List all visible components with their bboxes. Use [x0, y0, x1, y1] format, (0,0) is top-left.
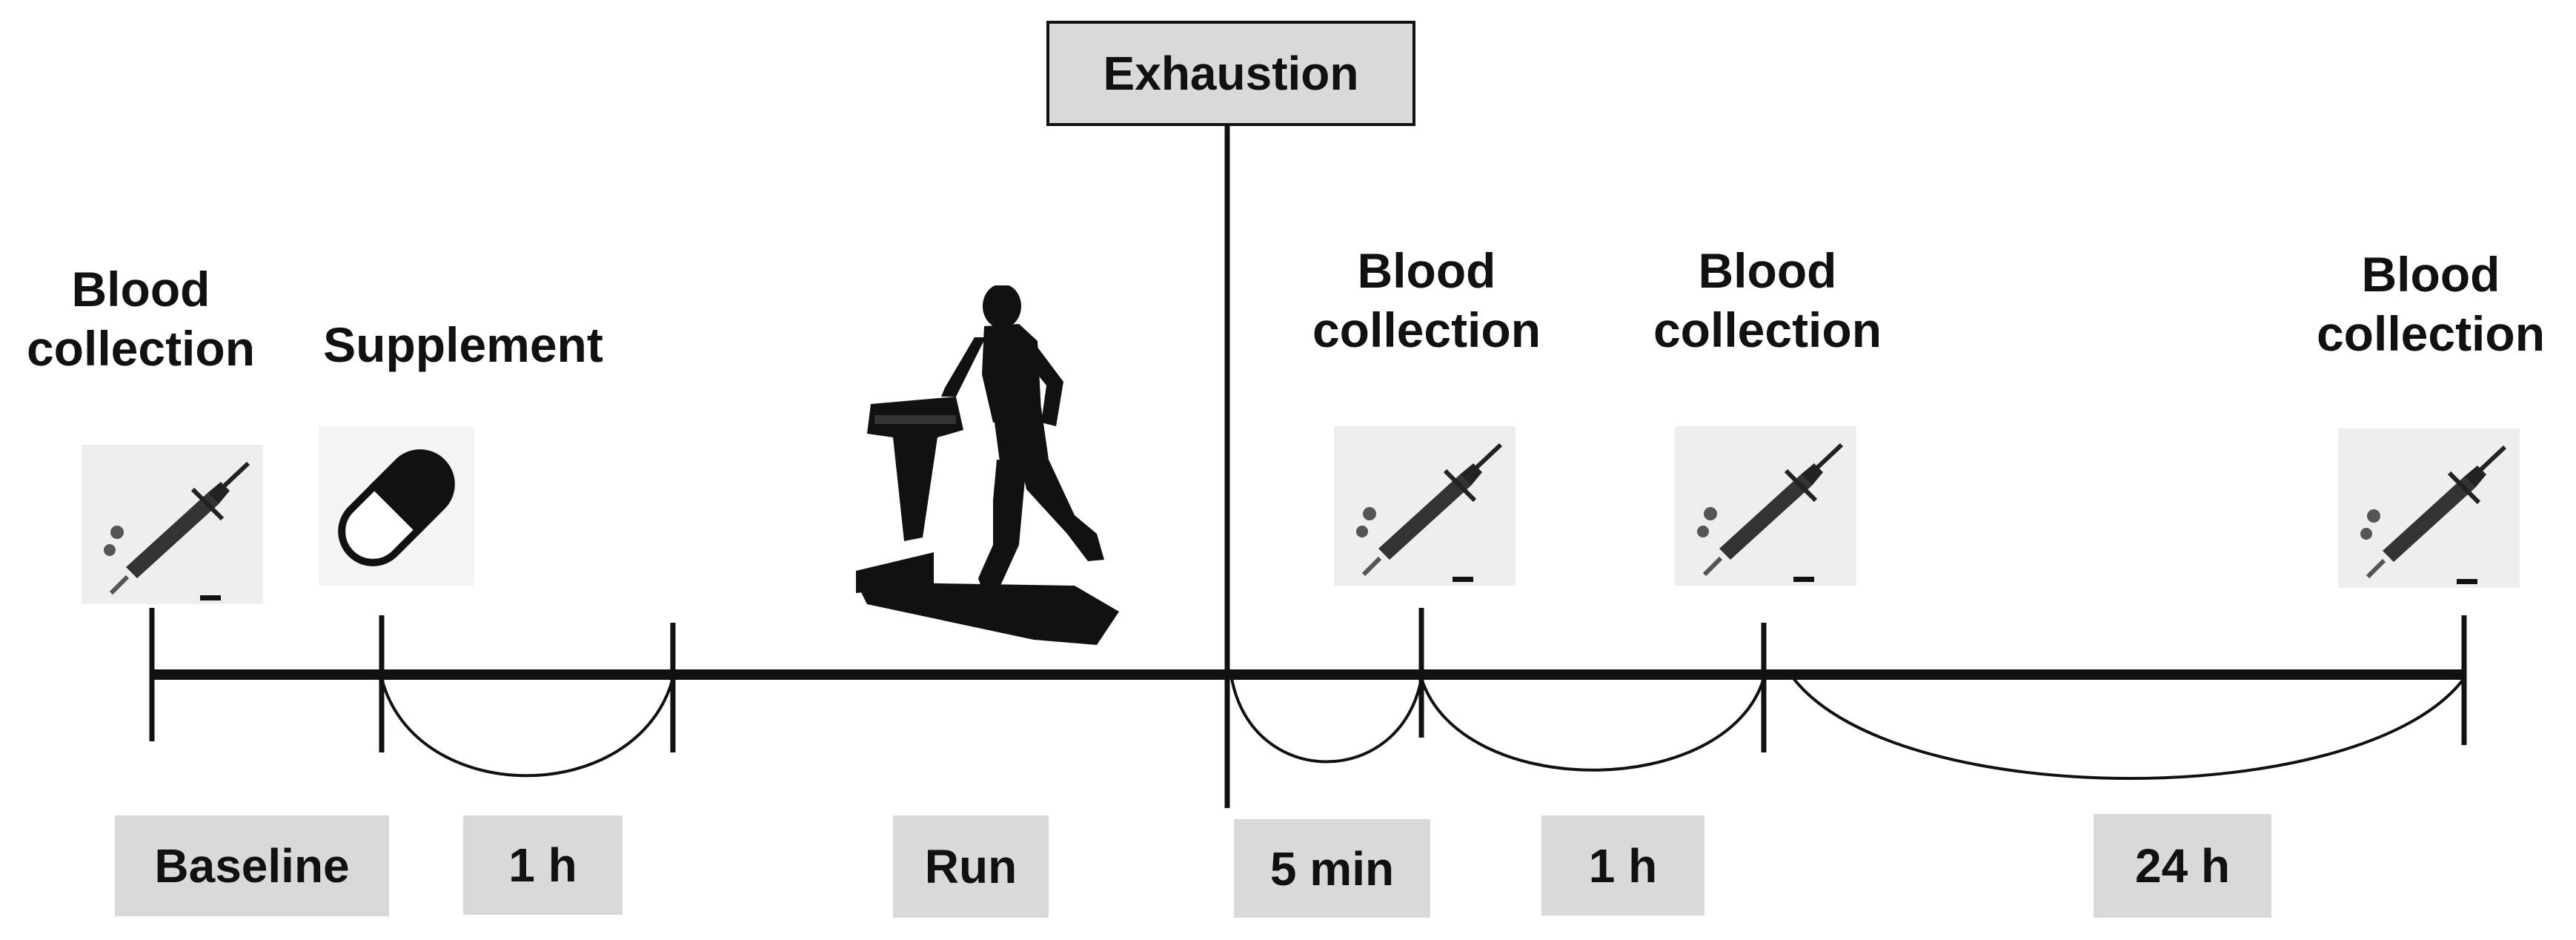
syringe-icon: [82, 445, 263, 604]
phase-box-5min: 5 min: [1234, 819, 1430, 918]
phase-label: Baseline: [154, 839, 350, 893]
interval-arc-24h: [1792, 677, 2466, 780]
event-label-line2: collection: [2316, 306, 2546, 361]
event-label-line1: Blood: [1698, 243, 1837, 298]
phase-box-1h-post: 1 h: [1541, 815, 1704, 916]
interval-arc-1h-post: [1420, 678, 1765, 772]
syringe-icon: [1334, 426, 1516, 586]
event-label-line1: Supplement: [323, 317, 603, 372]
interval-arc-5min: [1230, 678, 1423, 764]
event-label-line2: collection: [1312, 302, 1541, 357]
event-label-line2: collection: [1653, 302, 1882, 357]
syringe-icon: [2338, 428, 2520, 588]
interval-arc-1h: [380, 678, 674, 778]
event-label-baseline-blood: Blood collection: [7, 259, 274, 378]
phase-box-run: Run: [893, 815, 1049, 918]
syringe-icon: [1675, 426, 1856, 586]
event-label-blood-1h: Blood collection: [1634, 241, 1901, 360]
exhaustion-marker: Exhaustion: [1046, 21, 1415, 126]
phase-label: 1 h: [508, 838, 577, 892]
phase-label: Run: [924, 840, 1018, 893]
event-label-line1: Blood: [71, 262, 210, 317]
capsule-icon: [319, 426, 474, 586]
event-label-line1: Blood: [2361, 247, 2500, 302]
event-label-blood-5min: Blood collection: [1304, 241, 1549, 360]
phase-label: 5 min: [1269, 841, 1395, 896]
phase-label: 24 h: [2134, 839, 2231, 893]
phase-box-24h: 24 h: [2094, 814, 2271, 918]
treadmill-runner-icon: [852, 284, 1123, 649]
phase-label: 1 h: [1588, 838, 1658, 893]
event-label-blood-24h: Blood collection: [2301, 245, 2560, 363]
exhaustion-label: Exhaustion: [1103, 47, 1359, 100]
event-label-supplement: Supplement: [296, 315, 630, 374]
event-label-line1: Blood: [1357, 243, 1496, 298]
event-label-line2: collection: [26, 321, 256, 376]
phase-box-baseline: Baseline: [115, 815, 389, 916]
phase-box-1h: 1 h: [463, 815, 623, 915]
